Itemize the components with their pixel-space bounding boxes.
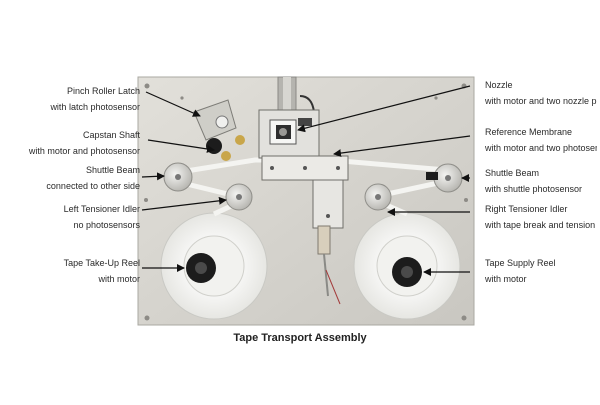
tape-supply-reel-graphic xyxy=(353,212,461,320)
tape-take-up-reel-sub: with motor xyxy=(98,274,140,284)
capstan-shaft-sub: with motor and photosensor xyxy=(28,146,140,156)
nozzle-arm xyxy=(312,179,344,229)
label-right-tensioner-idler: Right Tensioner Idler with tape break an… xyxy=(485,204,597,231)
pinch-roller-latch-title: Pinch Roller Latch xyxy=(66,86,140,96)
shuttle-beam-right-title: Shuttle Beam xyxy=(485,168,540,178)
leader-lines xyxy=(141,85,471,276)
shuttle-beam xyxy=(261,155,349,181)
tape-supply-reel-sub: with motor xyxy=(485,274,527,284)
label-nozzle: Nozzle with motor and two nozzle photose… xyxy=(485,80,597,107)
reference-membrane-sub: with motor and two photosensors (back si… xyxy=(485,143,597,153)
tape-take-up-reel-title: Tape Take-Up Reel xyxy=(63,258,140,268)
nozzle-block xyxy=(258,109,320,159)
nozzle-sub: with motor and two nozzle photosensors xyxy=(485,96,597,106)
figure-caption: Tape Transport Assembly xyxy=(233,332,367,344)
label-capstan-shaft: Capstan Shaft with motor and photosensor xyxy=(4,130,140,157)
label-pinch-roller-latch: Pinch Roller Latch with latch photosenso… xyxy=(4,86,140,113)
screws xyxy=(144,83,468,321)
reference-membrane-title: Reference Membrane xyxy=(485,127,573,137)
nozzle-title: Nozzle xyxy=(485,80,513,90)
label-reference-membrane: Reference Membrane with motor and two ph… xyxy=(485,127,597,154)
left-tensioner-idler-title: Left Tensioner Idler xyxy=(63,204,140,214)
right-tensioner-idler-sub: with tape break and tension photosensors xyxy=(485,220,597,230)
label-shuttle-beam-left: Shuttle Beam connected to other side xyxy=(4,165,140,192)
label-shuttle-beam-right: Shuttle Beam with shuttle photosensor xyxy=(485,168,597,195)
shuttle-beam-left-title: Shuttle Beam xyxy=(85,165,140,175)
tape-supply-reel-title: Tape Supply Reel xyxy=(485,258,556,268)
pinch-roller-latch-sub: with latch photosensor xyxy=(50,102,140,112)
shuttle-beam-right-sub: with shuttle photosensor xyxy=(485,184,583,194)
pinch-roller-latch-graphic xyxy=(193,99,245,161)
label-tape-supply-reel: Tape Supply Reel with motor xyxy=(485,258,597,285)
tape-take-up-reel-graphic xyxy=(160,212,268,320)
shuttle-beam-left-sub: connected to other side xyxy=(46,181,140,191)
label-tape-take-up-reel: Tape Take-Up Reel with motor xyxy=(4,258,140,285)
left-tensioner-idler-sub: no photosensors xyxy=(73,220,140,230)
right-tensioner-idler-title: Right Tensioner Idler xyxy=(485,204,568,214)
label-left-tensioner-idler: Left Tensioner Idler no photosensors xyxy=(4,204,140,231)
capstan-shaft-title: Capstan Shaft xyxy=(82,130,140,140)
